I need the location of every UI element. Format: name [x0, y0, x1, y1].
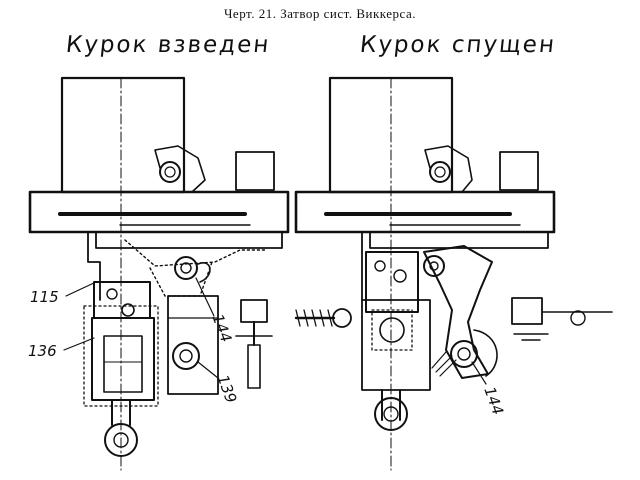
right-released-hammer — [423, 245, 493, 379]
left-view-cocked — [28, 76, 290, 471]
right-firing-pin-head — [511, 297, 543, 325]
right-lower-body — [361, 299, 431, 391]
right-pivot-144 — [450, 340, 478, 368]
left-bottom-eye — [104, 423, 138, 457]
right-bottom-eye — [374, 397, 408, 431]
left-main-plate — [28, 190, 290, 234]
callout-115: 115 — [30, 288, 59, 306]
figure-caption: Черт. 21. Затвор сист. Виккерса. — [223, 6, 417, 21]
right-view-released — [294, 76, 613, 471]
left-upper-pivot — [159, 161, 181, 183]
left-firing-pin-head — [240, 299, 268, 323]
left-lower-arm — [167, 295, 219, 395]
callout-139: 139 — [214, 372, 241, 405]
right-body — [365, 251, 419, 313]
left-cam — [174, 256, 198, 280]
right-hammer-pivot — [423, 255, 445, 277]
callout-144-left: 144 — [209, 312, 236, 345]
right-spring-eye — [332, 308, 352, 328]
right-side-lug — [499, 151, 539, 191]
right-spring — [295, 309, 333, 327]
callout-136: 136 — [28, 342, 57, 360]
left-side-lug — [235, 151, 275, 191]
left-upper-lever — [154, 145, 206, 193]
right-main-plate — [294, 190, 556, 234]
right-upper-pivot — [429, 161, 451, 183]
left-body-136 — [91, 317, 155, 401]
left-pivot-139 — [172, 342, 200, 370]
callout-144-right: 144 — [480, 384, 507, 417]
